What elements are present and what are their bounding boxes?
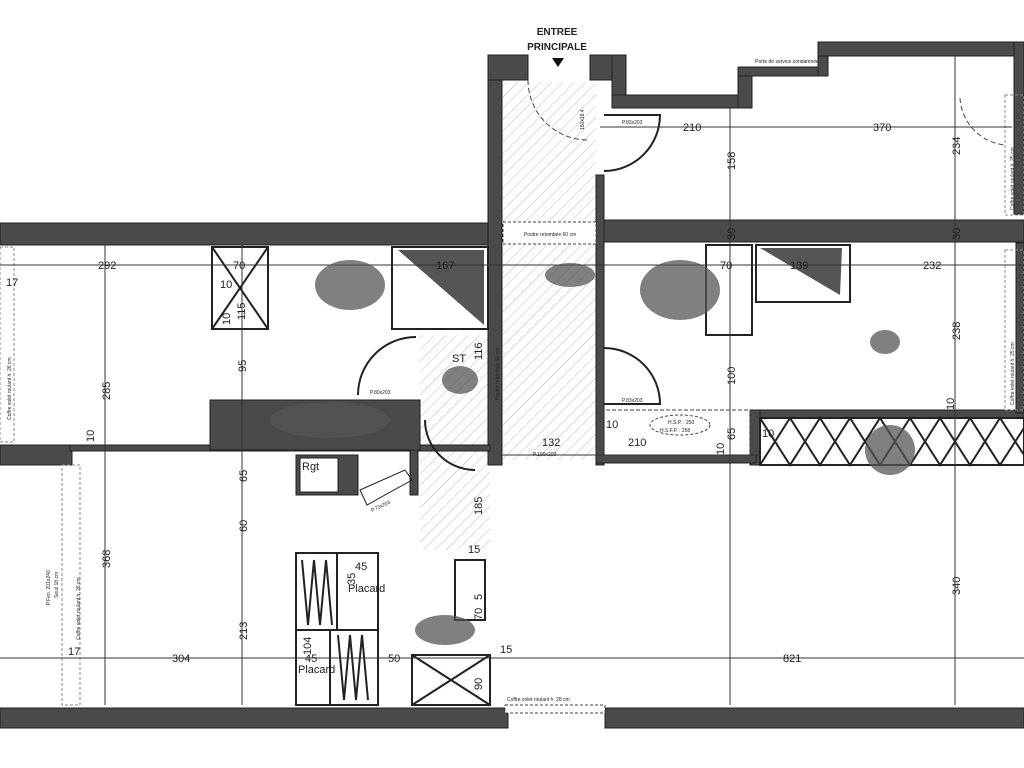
door-label: P.83x203 xyxy=(622,120,643,126)
blur-marks xyxy=(270,260,915,645)
dimension-label: 10 xyxy=(85,430,97,442)
note-coffre-bottom: Coffre volet roulant h. 28 cm xyxy=(507,697,570,703)
entrance-label: ENTREE xyxy=(537,27,578,38)
dimension-label: 340 xyxy=(951,577,963,595)
dimension-label: 60 xyxy=(238,520,250,532)
dimension-label: 158 xyxy=(726,152,738,170)
dimension-label: 213 xyxy=(238,622,250,640)
dimension-label: 17 xyxy=(68,646,80,658)
note-poutre-side: Poutre retombée 60 cm xyxy=(495,348,501,400)
dimension-label: 50 xyxy=(388,653,400,665)
dimension-label: 65 xyxy=(726,428,738,440)
dimension-label: 70 xyxy=(720,260,732,272)
dimension-label: 10 xyxy=(220,279,232,291)
note-poutre: Poutre retombée 60 cm xyxy=(524,232,576,238)
dimension-label: 35 xyxy=(346,573,358,585)
dimension-label: 70 xyxy=(473,608,485,620)
walls xyxy=(0,41,1024,729)
dimension-label: 232 xyxy=(923,260,941,272)
door-label: P.100x203 xyxy=(533,452,556,458)
dimension-label: 65 xyxy=(238,470,250,482)
dimension-label: 10 xyxy=(221,313,233,325)
dimension-label: 90 xyxy=(473,678,485,690)
note-coffre-right-mid: Coffre volet roulant h. 25 cm xyxy=(1010,342,1016,405)
dimension-label: 45 xyxy=(305,653,317,665)
note-coffre-left-top: Coffre volet roulant h. 26 cm xyxy=(7,357,13,420)
dimension-label: 185 xyxy=(473,497,485,515)
note-seuil: Seuil 18 cm xyxy=(54,572,60,598)
dimension-label: 15 xyxy=(500,644,512,656)
note-coffre-left-bottom: Coffre volet roulant h. 26 cm xyxy=(76,577,82,640)
dimension-labels: 210 370 158 234 30 30 292 70 167 70 139 … xyxy=(6,122,963,690)
dimension-label: 368 xyxy=(101,550,113,568)
dimension-label: 285 xyxy=(101,382,113,400)
dimension-label: 104 xyxy=(302,637,314,655)
dimension-label: 5 xyxy=(473,594,485,600)
dimension-label: 70 xyxy=(233,260,245,272)
door-label: P.80x203 xyxy=(370,390,391,396)
door-label: P.83x203 xyxy=(622,398,643,404)
door-swings xyxy=(357,58,1006,506)
note-porte-service: Porte de service condamnée xyxy=(755,59,819,65)
dimension-label: 30 xyxy=(726,228,738,240)
note-hsp: H.S.P. : 250 xyxy=(668,420,695,426)
st-label: ST xyxy=(452,353,466,365)
note-coffre-right-top: Coffre volet roulant h. 25 cm xyxy=(1010,147,1016,210)
dimension-label: 132 xyxy=(542,437,560,449)
note-pfen: P.Fen. 201x240 xyxy=(46,570,52,605)
dimension-label: 167 xyxy=(436,260,454,272)
labels: ENTREE PRINCIPALE Porte de service conda… xyxy=(7,27,1016,703)
dimension-label: 100 xyxy=(726,367,738,385)
dimension-label: 10 xyxy=(762,428,774,440)
dimension-label: 10 xyxy=(715,443,727,455)
dimension-label: 139 xyxy=(790,260,808,272)
dimension-label: 210 xyxy=(628,437,646,449)
dimension-label: 370 xyxy=(873,122,891,134)
dimension-label: 95 xyxy=(237,360,249,372)
dimension-label: 234 xyxy=(951,137,963,155)
note-hsfp: H.S.F.P. : 258 xyxy=(660,428,690,434)
entrance-arrow-icon xyxy=(552,58,564,67)
dimension-label: 15 xyxy=(468,544,480,556)
dimension-label: 45 xyxy=(355,561,367,573)
rgt-label: Rgt xyxy=(302,461,319,473)
dimension-label: 821 xyxy=(783,653,801,665)
dimension-label: 115 xyxy=(236,302,248,320)
dimension-label: 30 xyxy=(951,228,963,240)
entrance-label-2: PRINCIPALE xyxy=(527,42,587,53)
dimension-lines xyxy=(0,56,1024,705)
door-label: 150x18.4 xyxy=(580,109,586,130)
dimension-label: 210 xyxy=(683,122,701,134)
dimension-label: 10 xyxy=(945,398,957,410)
dimension-label: 292 xyxy=(98,260,116,272)
dimension-label: 17 xyxy=(6,277,18,289)
dimension-label: 116 xyxy=(473,342,485,360)
placard-label-2: Placard xyxy=(298,664,335,676)
dimension-label: 238 xyxy=(951,322,963,340)
dimension-label: 304 xyxy=(172,653,190,665)
dimension-label: 10 xyxy=(606,419,618,431)
placard-label-1: Placard xyxy=(348,583,385,595)
